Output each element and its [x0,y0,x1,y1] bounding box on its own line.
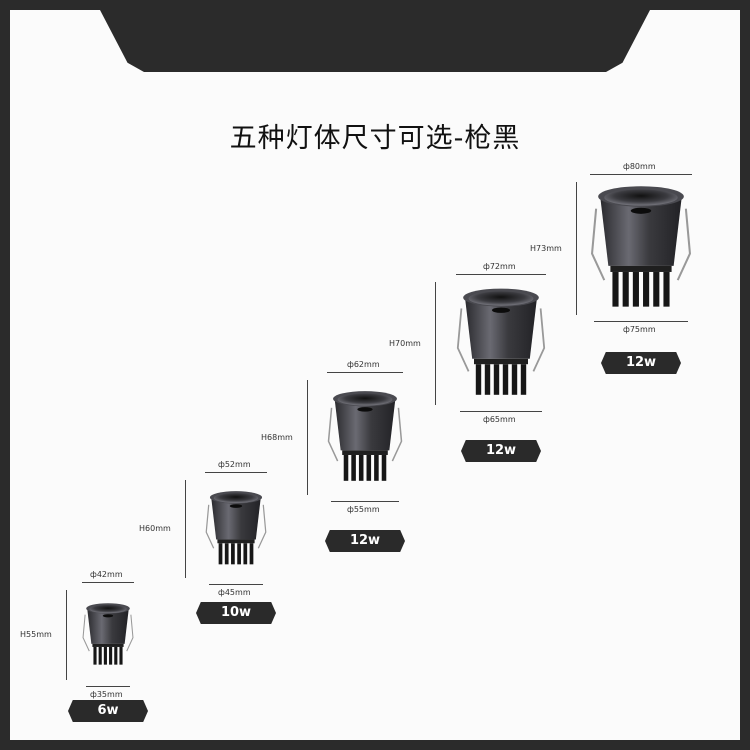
lamp-image-4 [456,288,546,395]
lamp-image-5 [590,186,692,307]
lamp-image-2 [205,491,267,565]
top-diameter-label: ф42mm [90,570,123,579]
height-label: H68mm [261,432,293,442]
bottom-diameter-line [460,411,542,412]
top-diameter-line [456,274,546,275]
lamp-image-1 [82,603,134,665]
top-diameter-label: ф80mm [623,162,656,171]
power-badge: 10w [196,602,276,624]
page-title: 五种灯体尺寸可选-枪黑 [229,123,521,154]
top-diameter-line [327,372,403,373]
height-label: H55mm [20,630,52,639]
lamp [205,480,267,582]
top-diameter-label: ф72mm [483,262,516,271]
lamp [327,380,403,499]
height-line [576,182,577,315]
height-line [185,480,186,578]
height-label: H60mm [139,524,171,533]
lamp-image-3 [327,391,403,481]
lamp [456,282,546,409]
top-diameter-label: ф52mm [218,460,251,469]
power-badge: 12w [461,440,541,462]
bottom-diameter-label: ф55mm [347,505,380,514]
height-line [435,282,436,405]
height-line [66,590,67,680]
height-label: H73mm [530,243,562,253]
height-label: H70mm [389,338,421,348]
bottom-diameter-label: ф45mm [218,588,251,597]
header-tab [100,10,650,72]
top-diameter-line [205,472,267,473]
top-diameter-label: ф62mm [347,360,380,369]
height-line [307,380,308,495]
bottom-diameter-line [331,501,399,502]
bottom-diameter-label: ф75mm [623,325,656,334]
lamp [82,590,134,684]
power-badge: 12w [601,352,681,374]
bottom-diameter-label: ф35mm [90,690,123,699]
bottom-diameter-label: ф65mm [483,415,516,424]
bottom-diameter-line [86,686,130,687]
bottom-diameter-line [594,321,688,322]
top-diameter-line [590,174,692,175]
power-badge: 12w [325,530,405,552]
bottom-diameter-line [209,584,263,585]
top-diameter-line [82,582,134,583]
power-badge: 6w [68,700,148,722]
lamp [590,182,692,319]
